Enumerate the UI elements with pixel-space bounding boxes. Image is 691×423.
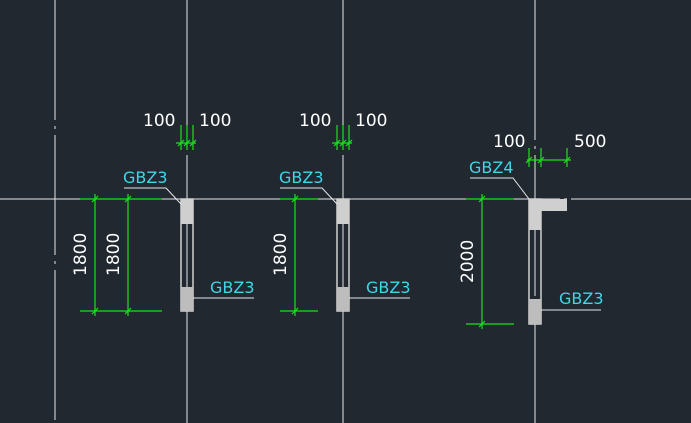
- top-dim-right-label: 100: [355, 111, 387, 131]
- tag-top-leader: [124, 187, 182, 205]
- tag-top-leader: [280, 187, 338, 205]
- column-top: [337, 199, 349, 224]
- dim-inner-label: 1800: [104, 233, 124, 276]
- top-dim-left-label: 100: [299, 111, 331, 131]
- detail-1[interactable]: 100 100 GBZ3 GBZ3 1800 1800: [71, 111, 255, 316]
- tag-top-leader: [470, 177, 530, 200]
- column-l-shape: [529, 199, 567, 230]
- tag-bottom-label[interactable]: GBZ3: [559, 289, 604, 308]
- top-dim-right-label: 100: [199, 111, 231, 131]
- dim-vertical-label: 2000: [458, 240, 478, 283]
- tag-bottom-label[interactable]: GBZ3: [210, 278, 255, 297]
- tag-top-label[interactable]: GBZ3: [279, 168, 324, 187]
- column-bottom: [337, 287, 349, 311]
- dim-outer-label: 1800: [71, 233, 91, 276]
- top-dimension: [525, 148, 571, 167]
- tag-bottom-label[interactable]: GBZ3: [366, 278, 411, 297]
- column-bottom: [529, 299, 541, 324]
- vertical-dimensions: [80, 194, 162, 316]
- dim-vertical-label: 1800: [271, 233, 291, 276]
- top-dimension: [332, 125, 353, 150]
- vertical-dimension: [280, 194, 318, 316]
- detail-2[interactable]: 100 100 GBZ3 GBZ3 1800: [271, 111, 411, 316]
- tag-top-label[interactable]: GBZ3: [123, 168, 168, 187]
- top-dim-right-label: 500: [574, 132, 606, 152]
- column-top: [181, 199, 193, 224]
- tag-top-label[interactable]: GBZ4: [469, 158, 514, 177]
- vertical-dimension: [466, 194, 514, 329]
- top-dimension: [176, 125, 197, 150]
- detail-3[interactable]: 100 500 GBZ4 GBZ3 2000: [458, 132, 606, 329]
- top-dim-left-label: 100: [143, 111, 175, 131]
- top-dim-left-label: 100: [493, 132, 525, 152]
- column-bottom: [181, 287, 193, 311]
